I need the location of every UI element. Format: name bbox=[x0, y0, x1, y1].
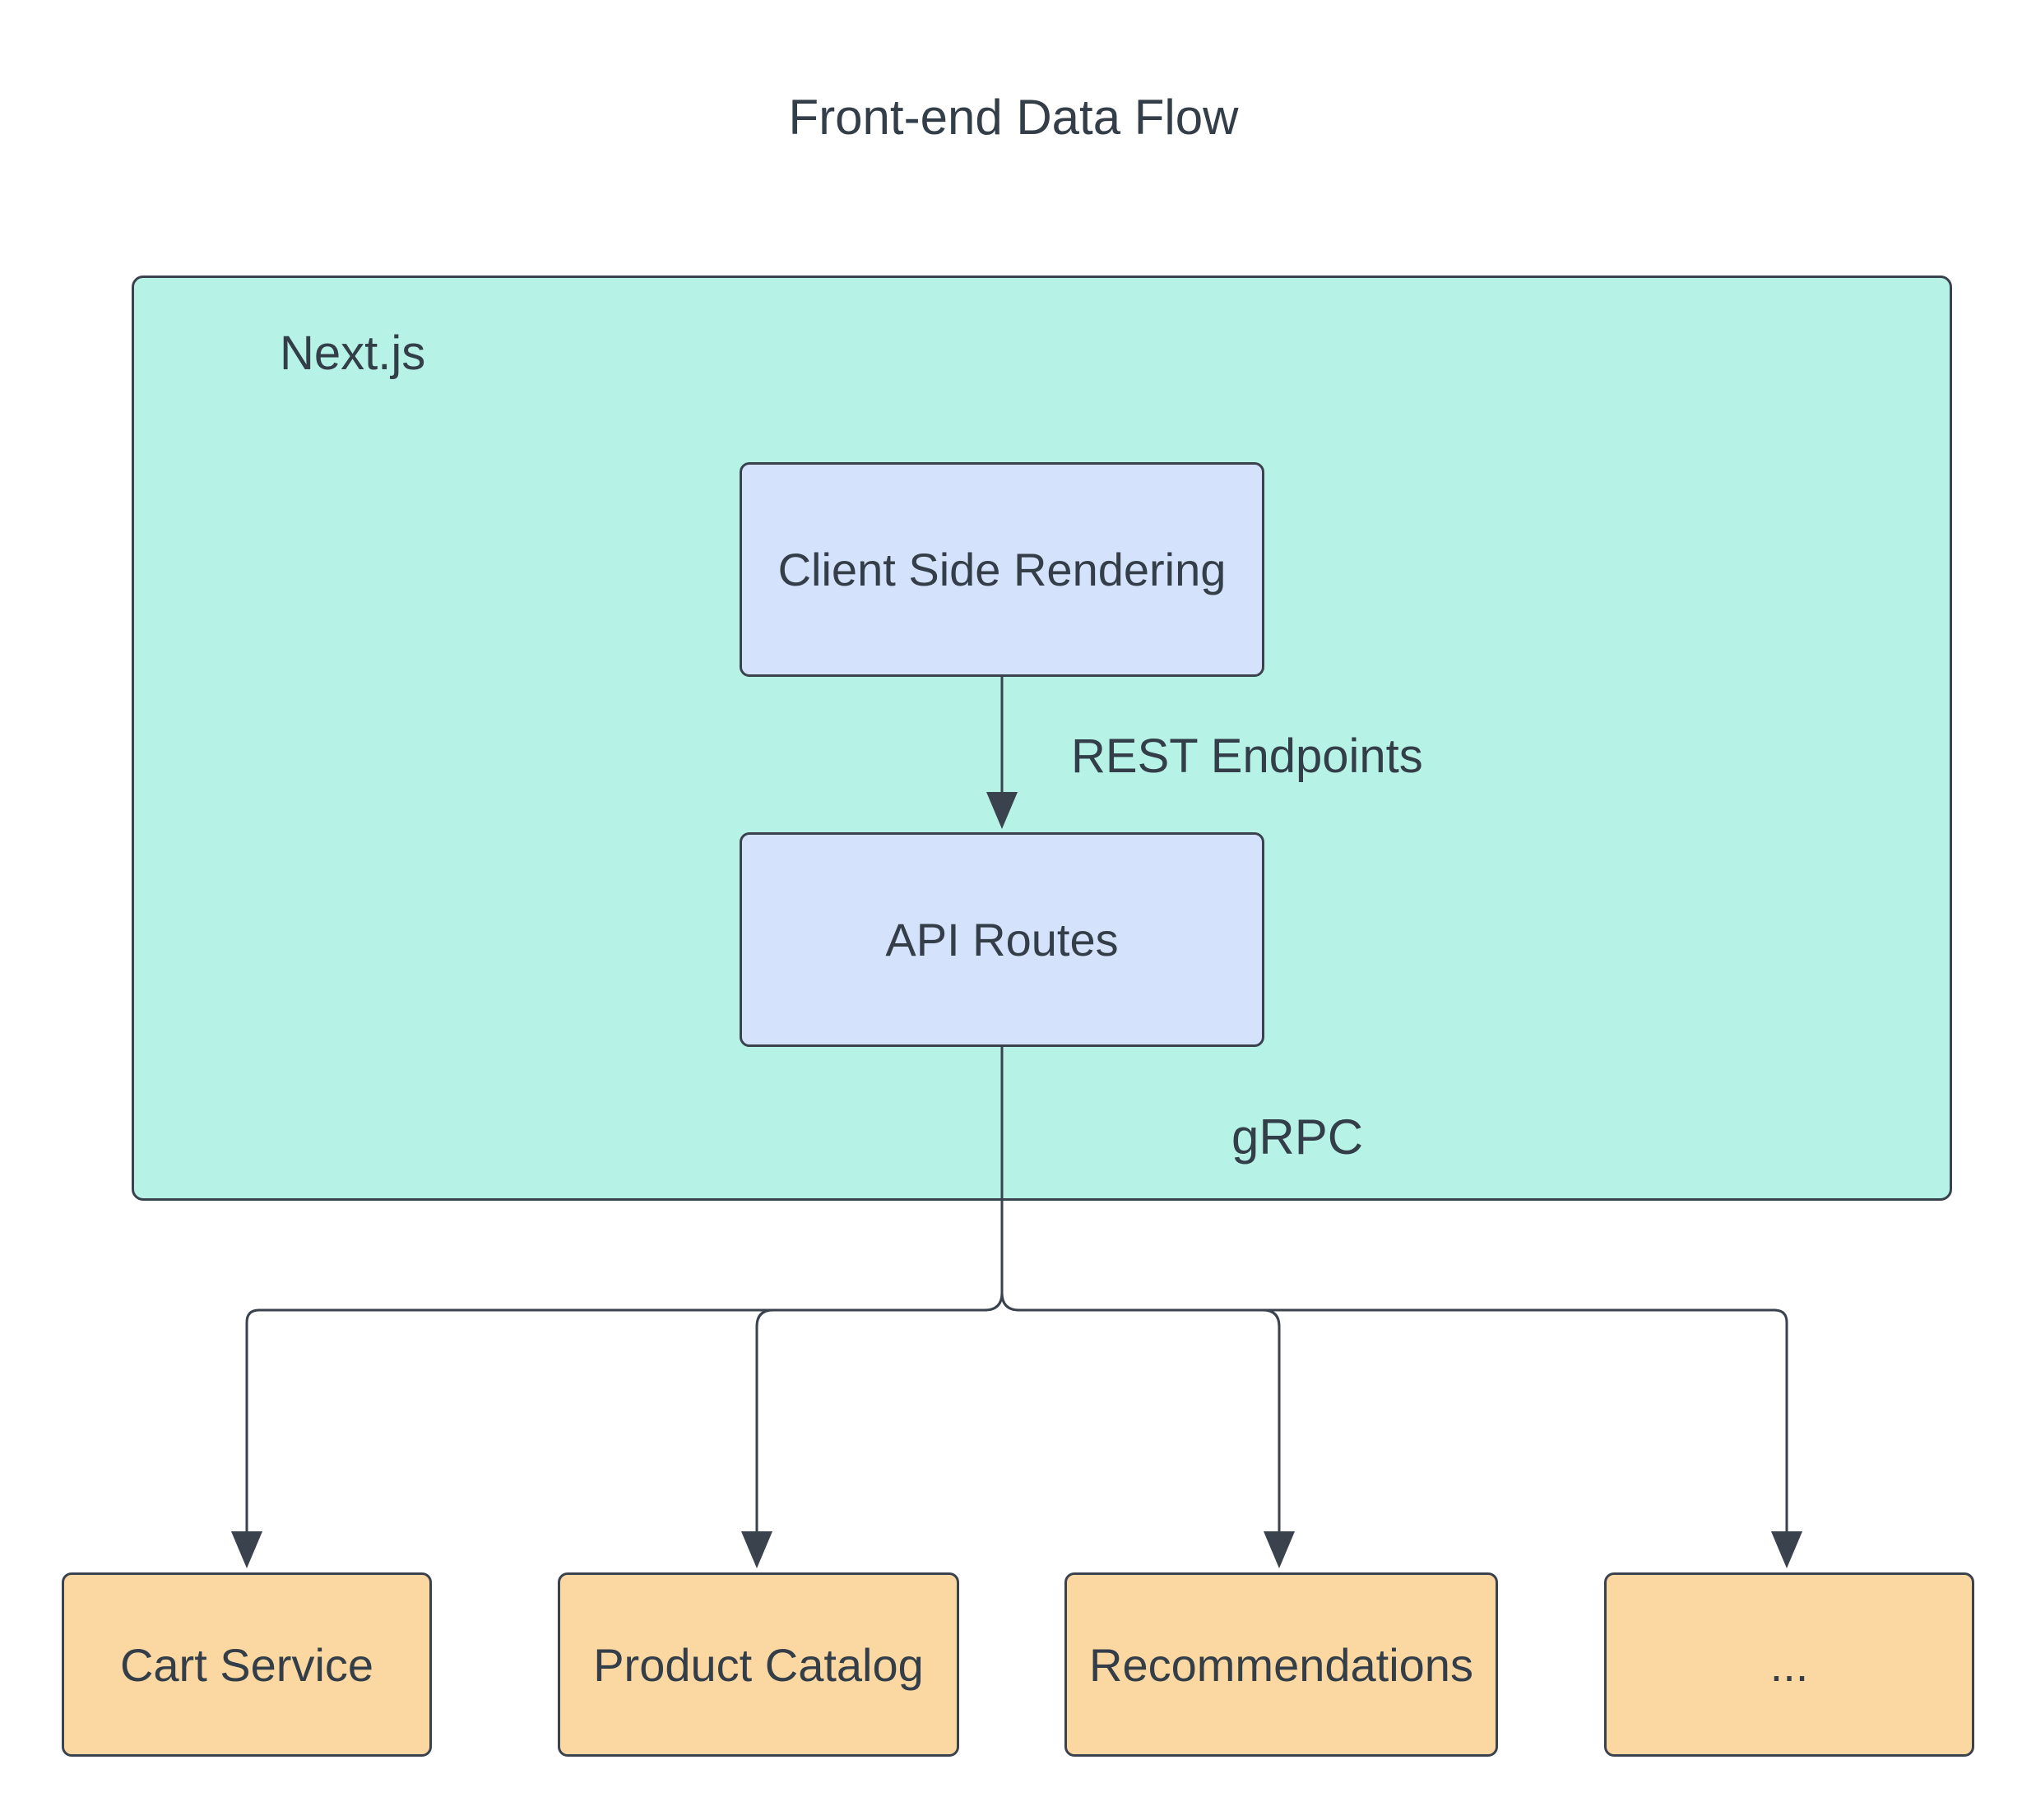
nextjs-container bbox=[132, 276, 1952, 1201]
node-client-side-rendering-label: Client Side Rendering bbox=[777, 544, 1227, 595]
node-cart-service: Cart Service bbox=[62, 1572, 432, 1757]
node-api-routes: API Routes bbox=[740, 832, 1264, 1047]
node-more-services-label: ... bbox=[1769, 1638, 1809, 1691]
arrowhead-more bbox=[1771, 1531, 1802, 1568]
diagram-title: Front-end Data Flow bbox=[788, 90, 1239, 145]
arrowhead-cart-service bbox=[231, 1531, 262, 1568]
edge-branch-more bbox=[1017, 1308, 1788, 1535]
edge-junction-flare-left bbox=[984, 1292, 1004, 1312]
arrowhead-product-catalog bbox=[741, 1531, 772, 1568]
node-api-routes-label: API Routes bbox=[885, 914, 1119, 966]
edge-junction-flare-right bbox=[1000, 1292, 1020, 1312]
edge-branch-catalog bbox=[755, 1308, 774, 1535]
node-recommendations: Recommendations bbox=[1064, 1572, 1498, 1757]
edge-branch-cart bbox=[245, 1308, 987, 1535]
nextjs-container-label: Next.js bbox=[280, 326, 426, 380]
edge-branch-recommendations bbox=[1262, 1308, 1281, 1535]
node-client-side-rendering: Client Side Rendering bbox=[740, 462, 1264, 677]
node-product-catalog: Product Catalog bbox=[558, 1572, 959, 1757]
arrowhead-recommendations bbox=[1264, 1531, 1295, 1568]
node-more-services: ... bbox=[1604, 1572, 1974, 1757]
edge-label-grpc: gRPC bbox=[1231, 1109, 1364, 1165]
node-recommendations-label: Recommendations bbox=[1089, 1638, 1473, 1691]
edge-label-rest-endpoints: REST Endpoints bbox=[1071, 729, 1423, 783]
node-product-catalog-label: Product Catalog bbox=[593, 1638, 924, 1691]
node-cart-service-label: Cart Service bbox=[119, 1638, 374, 1691]
